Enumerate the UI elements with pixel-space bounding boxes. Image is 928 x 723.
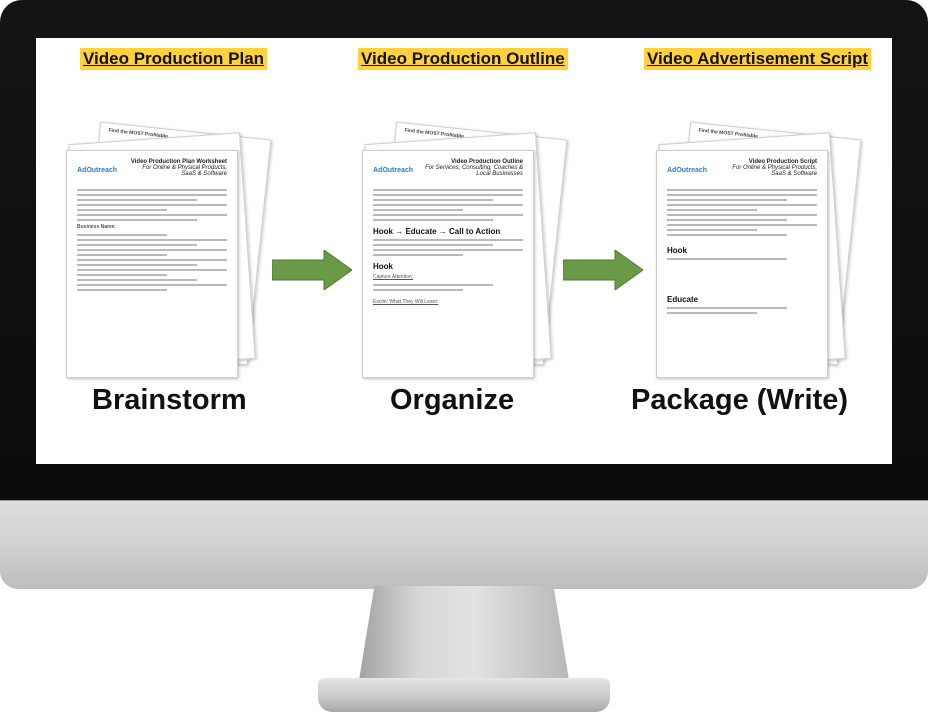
text-line — [667, 209, 757, 211]
package-write-label: Package (Write) — [631, 384, 849, 416]
text-line — [77, 279, 197, 281]
text-line — [373, 239, 523, 241]
text-line — [77, 219, 197, 221]
doc-heading: Video Production Outline For Services, C… — [423, 159, 523, 177]
doc-educate-heading: Educate — [667, 295, 699, 304]
arrow-right-icon — [562, 249, 644, 291]
text-line — [373, 254, 463, 256]
text-line — [77, 189, 227, 191]
text-line — [373, 284, 493, 286]
text-line — [373, 249, 523, 251]
text-line — [77, 269, 227, 271]
script-document: AdOutreach Video Production Script For O… — [656, 150, 828, 378]
doc-heading: Video Production Plan Worksheet For Onli… — [127, 159, 227, 177]
text-line — [667, 312, 757, 314]
text-line — [667, 194, 817, 196]
text-line — [77, 199, 197, 201]
text-line — [373, 199, 493, 201]
text-line — [667, 224, 817, 226]
doc-subtitle: For Services, Consulting, Coaches & Loca… — [424, 165, 523, 177]
doc-subsection: Capture Attention: — [373, 274, 414, 280]
doc-title: Video Production Plan Worksheet — [130, 159, 227, 165]
text-line — [77, 214, 227, 216]
monitor-stand-neck — [358, 586, 570, 682]
doc-subtitle: For Online & Physical Products, SaaS & S… — [732, 165, 817, 177]
text-line — [373, 209, 463, 211]
text-line — [77, 289, 167, 291]
text-line — [667, 307, 787, 309]
text-line — [373, 219, 493, 221]
text-line — [373, 289, 463, 291]
text-line — [667, 258, 787, 260]
text-line — [667, 204, 817, 206]
script-document-stack: Find the MOST Profitable AdOutreach Vide… — [656, 121, 866, 390]
doc-spacer — [667, 263, 817, 289]
text-line — [77, 264, 197, 266]
doc-hook-heading: Hook — [667, 246, 687, 255]
text-line — [373, 194, 523, 196]
brainstorm-label: Brainstorm — [92, 384, 247, 416]
doc-title: Video Production Script — [748, 159, 817, 165]
text-line — [667, 229, 757, 231]
doc-hook-heading: Hook — [373, 262, 393, 271]
text-line — [77, 239, 227, 241]
outline-document: AdOutreach Video Production Outline For … — [362, 150, 534, 378]
text-line — [77, 209, 167, 211]
doc-section-heading: Business Name: — [77, 224, 116, 230]
arrow-right-icon-svg — [271, 249, 353, 291]
text-line — [667, 219, 787, 221]
plan-document: AdOutreach Video Production Plan Workshe… — [66, 150, 238, 378]
text-line — [77, 259, 227, 261]
text-line — [667, 189, 817, 191]
text-line — [667, 214, 817, 216]
arrow-right-icon-svg — [562, 249, 644, 291]
monitor-stand-base — [318, 678, 610, 712]
text-line — [667, 234, 787, 236]
plan-title: Video Production Plan — [80, 48, 268, 70]
doc-title: Video Production Outline — [451, 159, 523, 165]
text-line — [667, 199, 787, 201]
adoutreach-logo: AdOutreach — [667, 167, 708, 174]
text-line — [373, 244, 493, 246]
text-line — [77, 244, 197, 246]
text-line — [77, 274, 167, 276]
outline-document-stack: Find the MOST Profitable AdOutreach Vide… — [362, 121, 572, 390]
text-line — [77, 204, 227, 206]
adoutreach-logo: AdOutreach — [77, 167, 118, 174]
outline-title: Video Production Outline — [358, 48, 568, 70]
adoutreach-logo: AdOutreach — [373, 167, 414, 174]
doc-flow-heading: Hook → Educate → Call to Action — [373, 227, 501, 236]
text-line — [77, 194, 227, 196]
doc-heading: Video Production Script For Online & Phy… — [717, 159, 817, 177]
plan-document-stack: Find the MOST Profitable AdOutreach Vide… — [66, 121, 276, 390]
text-line — [77, 254, 167, 256]
doc-subsection: Excite: What They Will Learn: — [373, 299, 439, 305]
script-title: Video Advertisement Script — [644, 48, 872, 70]
text-line — [373, 214, 523, 216]
arrow-right-icon — [271, 249, 353, 291]
doc-subtitle: For Online & Physical Products, SaaS & S… — [142, 165, 227, 177]
organize-label: Organize — [390, 384, 515, 416]
text-line — [77, 284, 227, 286]
text-line — [77, 249, 227, 251]
text-line — [77, 234, 167, 236]
text-line — [373, 189, 523, 191]
text-line — [373, 204, 523, 206]
monitor-chin — [0, 500, 928, 589]
